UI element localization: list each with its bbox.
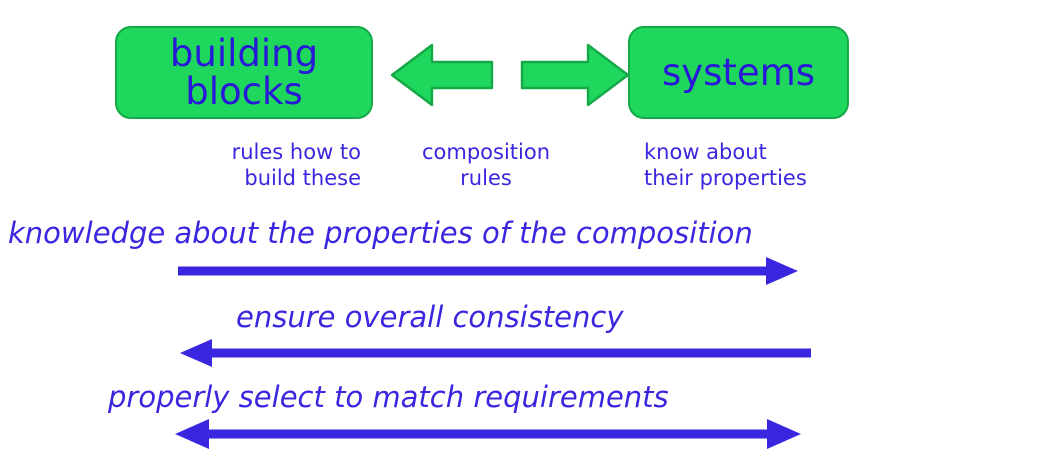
flow-arrow-knowledge-head-right bbox=[766, 257, 798, 285]
node-systems-label: systems bbox=[661, 50, 816, 94]
caption-composition: composition rules bbox=[421, 140, 551, 190]
flow-arrow-requirements-head-right bbox=[767, 419, 801, 449]
node-building-blocks[interactable]: building blocks bbox=[115, 26, 373, 119]
flow-arrow-requirements-head-left bbox=[175, 419, 209, 449]
node-systems[interactable]: systems bbox=[628, 26, 849, 119]
flow-label-knowledge: knowledge about the properties of the co… bbox=[8, 216, 753, 250]
flow-arrow-knowledge bbox=[178, 257, 798, 285]
green-composition-arrows bbox=[390, 43, 630, 107]
caption-building-blocks: rules how to build these bbox=[231, 140, 361, 190]
node-building-blocks-label: building blocks bbox=[169, 31, 319, 113]
flow-arrow-consistency bbox=[180, 339, 811, 367]
caption-systems: know about their properties bbox=[644, 140, 807, 190]
green-right-arrow bbox=[520, 43, 630, 107]
green-left-arrow bbox=[390, 43, 494, 107]
flow-arrow-requirements bbox=[175, 419, 801, 449]
flow-label-consistency: ensure overall consistency bbox=[236, 300, 624, 334]
flow-arrow-consistency-head-left bbox=[180, 339, 212, 367]
flow-label-requirements: properly select to match requirements bbox=[108, 380, 669, 414]
